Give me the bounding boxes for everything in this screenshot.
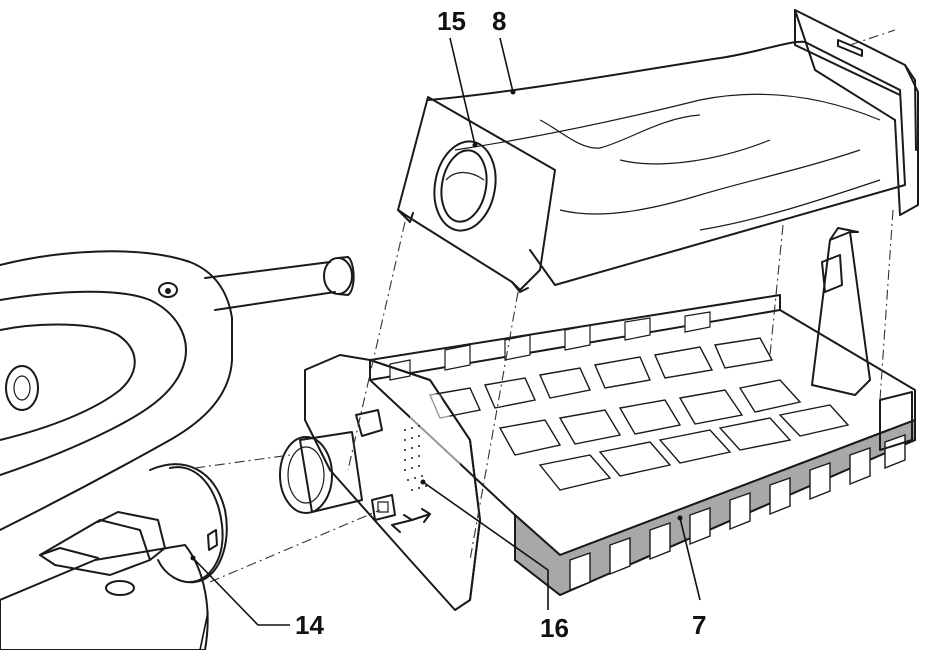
filter-bag [397, 9, 919, 293]
callout-15: 15 [437, 6, 466, 36]
bag-opening [433, 140, 497, 232]
callout-7: 7 [692, 610, 706, 640]
callout-16: 16 [540, 613, 569, 643]
tray-end-wall [304, 354, 481, 611]
assembly-lines [194, 209, 894, 583]
filter-tray [279, 227, 916, 611]
callout-14: 14 [295, 610, 324, 640]
hose-handle [0, 250, 355, 531]
seal-dots [404, 425, 427, 491]
callout-8: 8 [492, 6, 506, 36]
outlet-tube [279, 431, 363, 514]
leader-lines [190, 37, 701, 650]
